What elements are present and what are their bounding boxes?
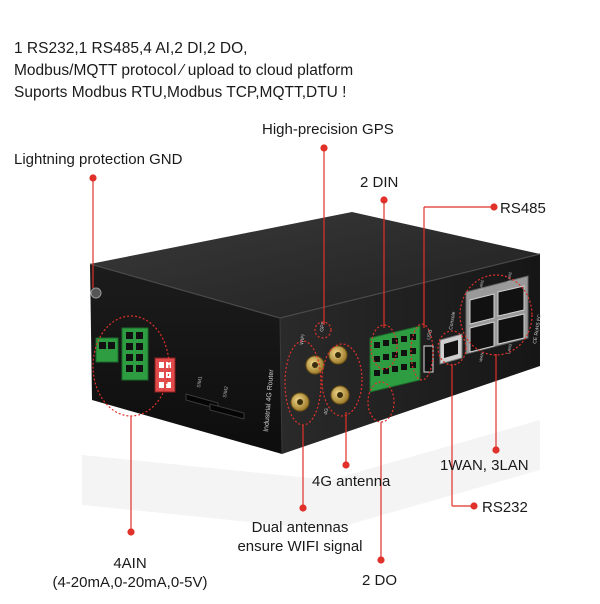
gps-antenna-icon xyxy=(328,345,348,365)
lan2-port-icon xyxy=(497,285,525,317)
4g-highlight xyxy=(321,343,363,417)
ain-terminal-block xyxy=(121,327,149,381)
lan2-label: LAN2 xyxy=(506,271,513,282)
wan-port-icon xyxy=(469,321,495,353)
lan3-label: LAN3 xyxy=(506,343,513,354)
lan1-port-icon xyxy=(469,293,495,325)
feature-header: 1 RS232,1 RS485,4 AI,2 DI,2 DO, Modbus/M… xyxy=(14,38,353,104)
sim-slots: SIM1 SIM2 xyxy=(185,376,245,420)
sim1-label: SIM1 xyxy=(196,376,204,389)
lan1-label: LAN1 xyxy=(478,279,485,290)
sim2-slot xyxy=(209,403,245,420)
ethernet-highlight xyxy=(459,274,533,356)
callout-gnd: Lightning protection GND xyxy=(14,151,183,168)
callout-ain-line2: (4-20mA,0-20mA,0-5V) xyxy=(52,574,208,591)
gps-highlight xyxy=(314,321,332,339)
callout-rs485: RS485 xyxy=(500,200,546,217)
device-top-face xyxy=(90,212,540,318)
antenna-wifi-label: WIFI xyxy=(299,334,307,345)
callout-ain-line1: 4AIN xyxy=(113,555,147,572)
header-line-2: Modbus/MQTT protocol ⁄ upload to cloud p… xyxy=(14,62,354,79)
do-highlight xyxy=(367,381,395,423)
cert-label: CE RoHS FC xyxy=(532,314,543,345)
antenna-4g-label: 4G xyxy=(323,408,330,416)
antenna-gps-label: GPS xyxy=(319,320,327,332)
callout-ain: 4AIN (4-20mA,0-20mA,0-5V) xyxy=(30,554,230,592)
4g-antenna-icon xyxy=(330,385,350,405)
ground-screw-icon xyxy=(90,287,102,299)
callout-rs232: RS232 xyxy=(482,499,528,516)
leader-lines xyxy=(89,144,500,564)
callout-wifi-line1: Dual antennas xyxy=(251,519,349,536)
sim2-label: SIM2 xyxy=(222,386,230,399)
device-reflection xyxy=(82,420,540,530)
callout-gps: High-precision GPS xyxy=(262,121,394,138)
wifi-antenna-2-icon xyxy=(290,392,310,412)
usb-port-icon: USB xyxy=(423,329,434,373)
ethernet-port-cluster: LAN1 LAN2 WAN LAN3 CE RoHS FC xyxy=(465,271,543,362)
console-port-icon: Console xyxy=(439,311,463,365)
rs485-highlight xyxy=(410,323,434,381)
lan3-port-icon xyxy=(497,313,525,345)
callout-4g-antenna: 4G antenna xyxy=(312,473,391,490)
callout-wifi: Dual antennas ensure WIFI signal xyxy=(220,518,380,556)
callout-din: 2 DIN xyxy=(360,174,399,191)
device-front-face xyxy=(90,264,282,454)
din-highlight xyxy=(370,324,398,370)
wan-label: WAN xyxy=(478,352,485,362)
header-line-3: Suports Modbus RTU,Modbus TCP,MQTT,DTU ! xyxy=(14,84,347,101)
callout-do: 2 DO xyxy=(362,572,398,589)
usb-label: USB xyxy=(426,329,434,341)
router-device: SIM1 SIM2 Industrial 4G Router WIF xyxy=(89,212,543,455)
header-line-1: 1 RS232,1 RS485,4 AI,2 DI,2 DO, xyxy=(14,40,248,57)
callout-wifi-line2: ensure WIFI signal xyxy=(237,538,363,555)
callout-wan-lan: 1WAN, 3LAN xyxy=(440,457,529,474)
console-label: Console xyxy=(448,311,457,330)
wifi-antenna-1-icon xyxy=(305,355,325,375)
